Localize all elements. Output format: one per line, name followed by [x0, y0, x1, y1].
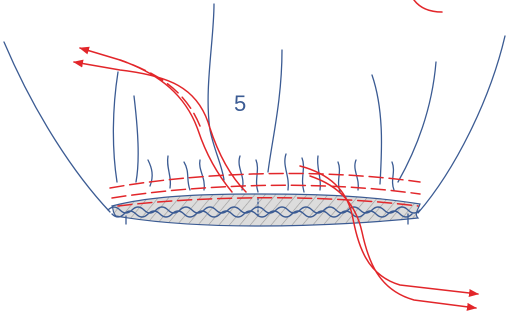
gather-folds [113, 4, 436, 192]
step-number: 5 [234, 91, 246, 116]
fabric-outline-right [418, 36, 505, 213]
thread-lower-right-a [300, 166, 478, 294]
thread-top-right-arc [414, 0, 442, 12]
thread-upper-left-b [74, 62, 246, 192]
fabric-outline-left [4, 42, 110, 212]
hatched-band [112, 194, 420, 226]
